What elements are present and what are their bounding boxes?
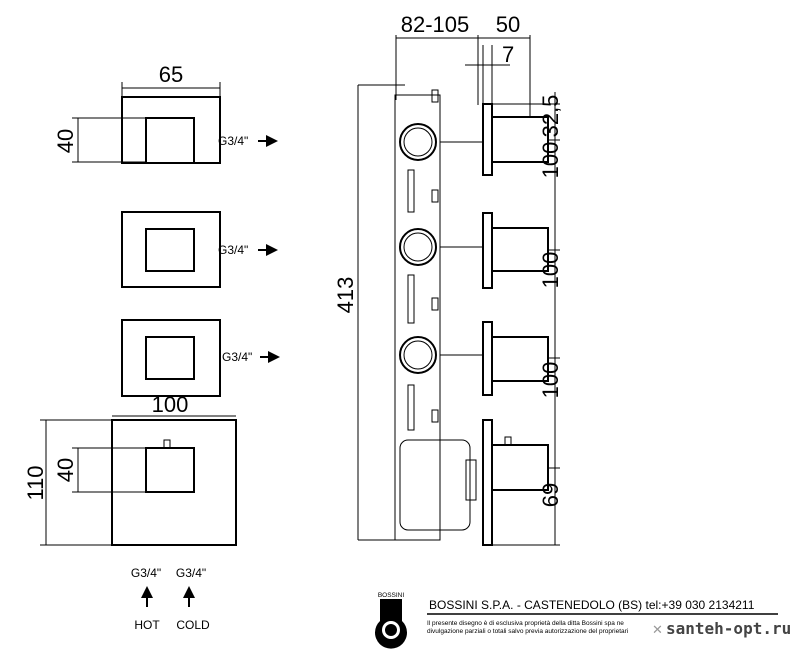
diverter-plate-2: [121, 211, 221, 288]
thermostat-knob-dim: 40: [53, 458, 78, 482]
thermostat-side: [482, 419, 549, 546]
plate-dim: 7: [502, 42, 514, 67]
diverter-plate-3: [121, 319, 221, 397]
diverter-side-3: [482, 321, 549, 396]
height-dim: 40: [53, 129, 78, 153]
side-view: 413 82-105 50 7 32,5 100 100 10: [333, 12, 563, 546]
width-dim: 65: [159, 62, 183, 87]
spacing-dim: 100: [538, 142, 563, 179]
cold-label: COLD: [176, 618, 210, 632]
connection-label: G3/4": [218, 134, 248, 148]
spacing-dim: 32,5: [538, 95, 563, 138]
connection-label: G3/4": [218, 243, 248, 257]
depth-dim: 82-105: [401, 12, 470, 37]
total-height-dim: 413: [333, 277, 358, 314]
spacing-dim: 100: [538, 362, 563, 399]
spacing-dim: 100: [538, 252, 563, 289]
knob-dim: 50: [496, 12, 520, 37]
cold-thread: G3/4": [176, 566, 206, 580]
spacing-dim: 69: [538, 483, 563, 507]
connection-label: G3/4": [222, 350, 252, 364]
front-view: 65 40 G3/4" G3/4" G3/4" 100 110 40: [23, 62, 280, 632]
thermostat-plate: [111, 419, 237, 546]
title-block: BOSSINI BOSSINI S.P.A. - CASTENEDOLO (BS…: [375, 592, 791, 649]
valve-body: [394, 89, 483, 541]
bossini-logo: BOSSINI: [375, 592, 408, 649]
diverter-plate-1: [121, 96, 221, 164]
svg-text:BOSSINI: BOSSINI: [378, 592, 405, 599]
notice-line-2: divulgazione parziali o totali salvo pre…: [427, 628, 628, 635]
company-line: BOSSINI S.P.A. - CASTENEDOLO (BS) tel:+3…: [429, 598, 755, 612]
watermark: santeh-opt.ru: [666, 619, 791, 638]
thermostat-width-dim: 100: [152, 392, 189, 417]
notice-line-1: Il presente disegno è di esclusiva propr…: [427, 620, 624, 627]
thermostat-height-dim: 110: [23, 465, 48, 500]
hot-thread: G3/4": [131, 566, 161, 580]
watermark-icon: ✕: [652, 622, 663, 637]
hot-label: HOT: [134, 618, 160, 632]
